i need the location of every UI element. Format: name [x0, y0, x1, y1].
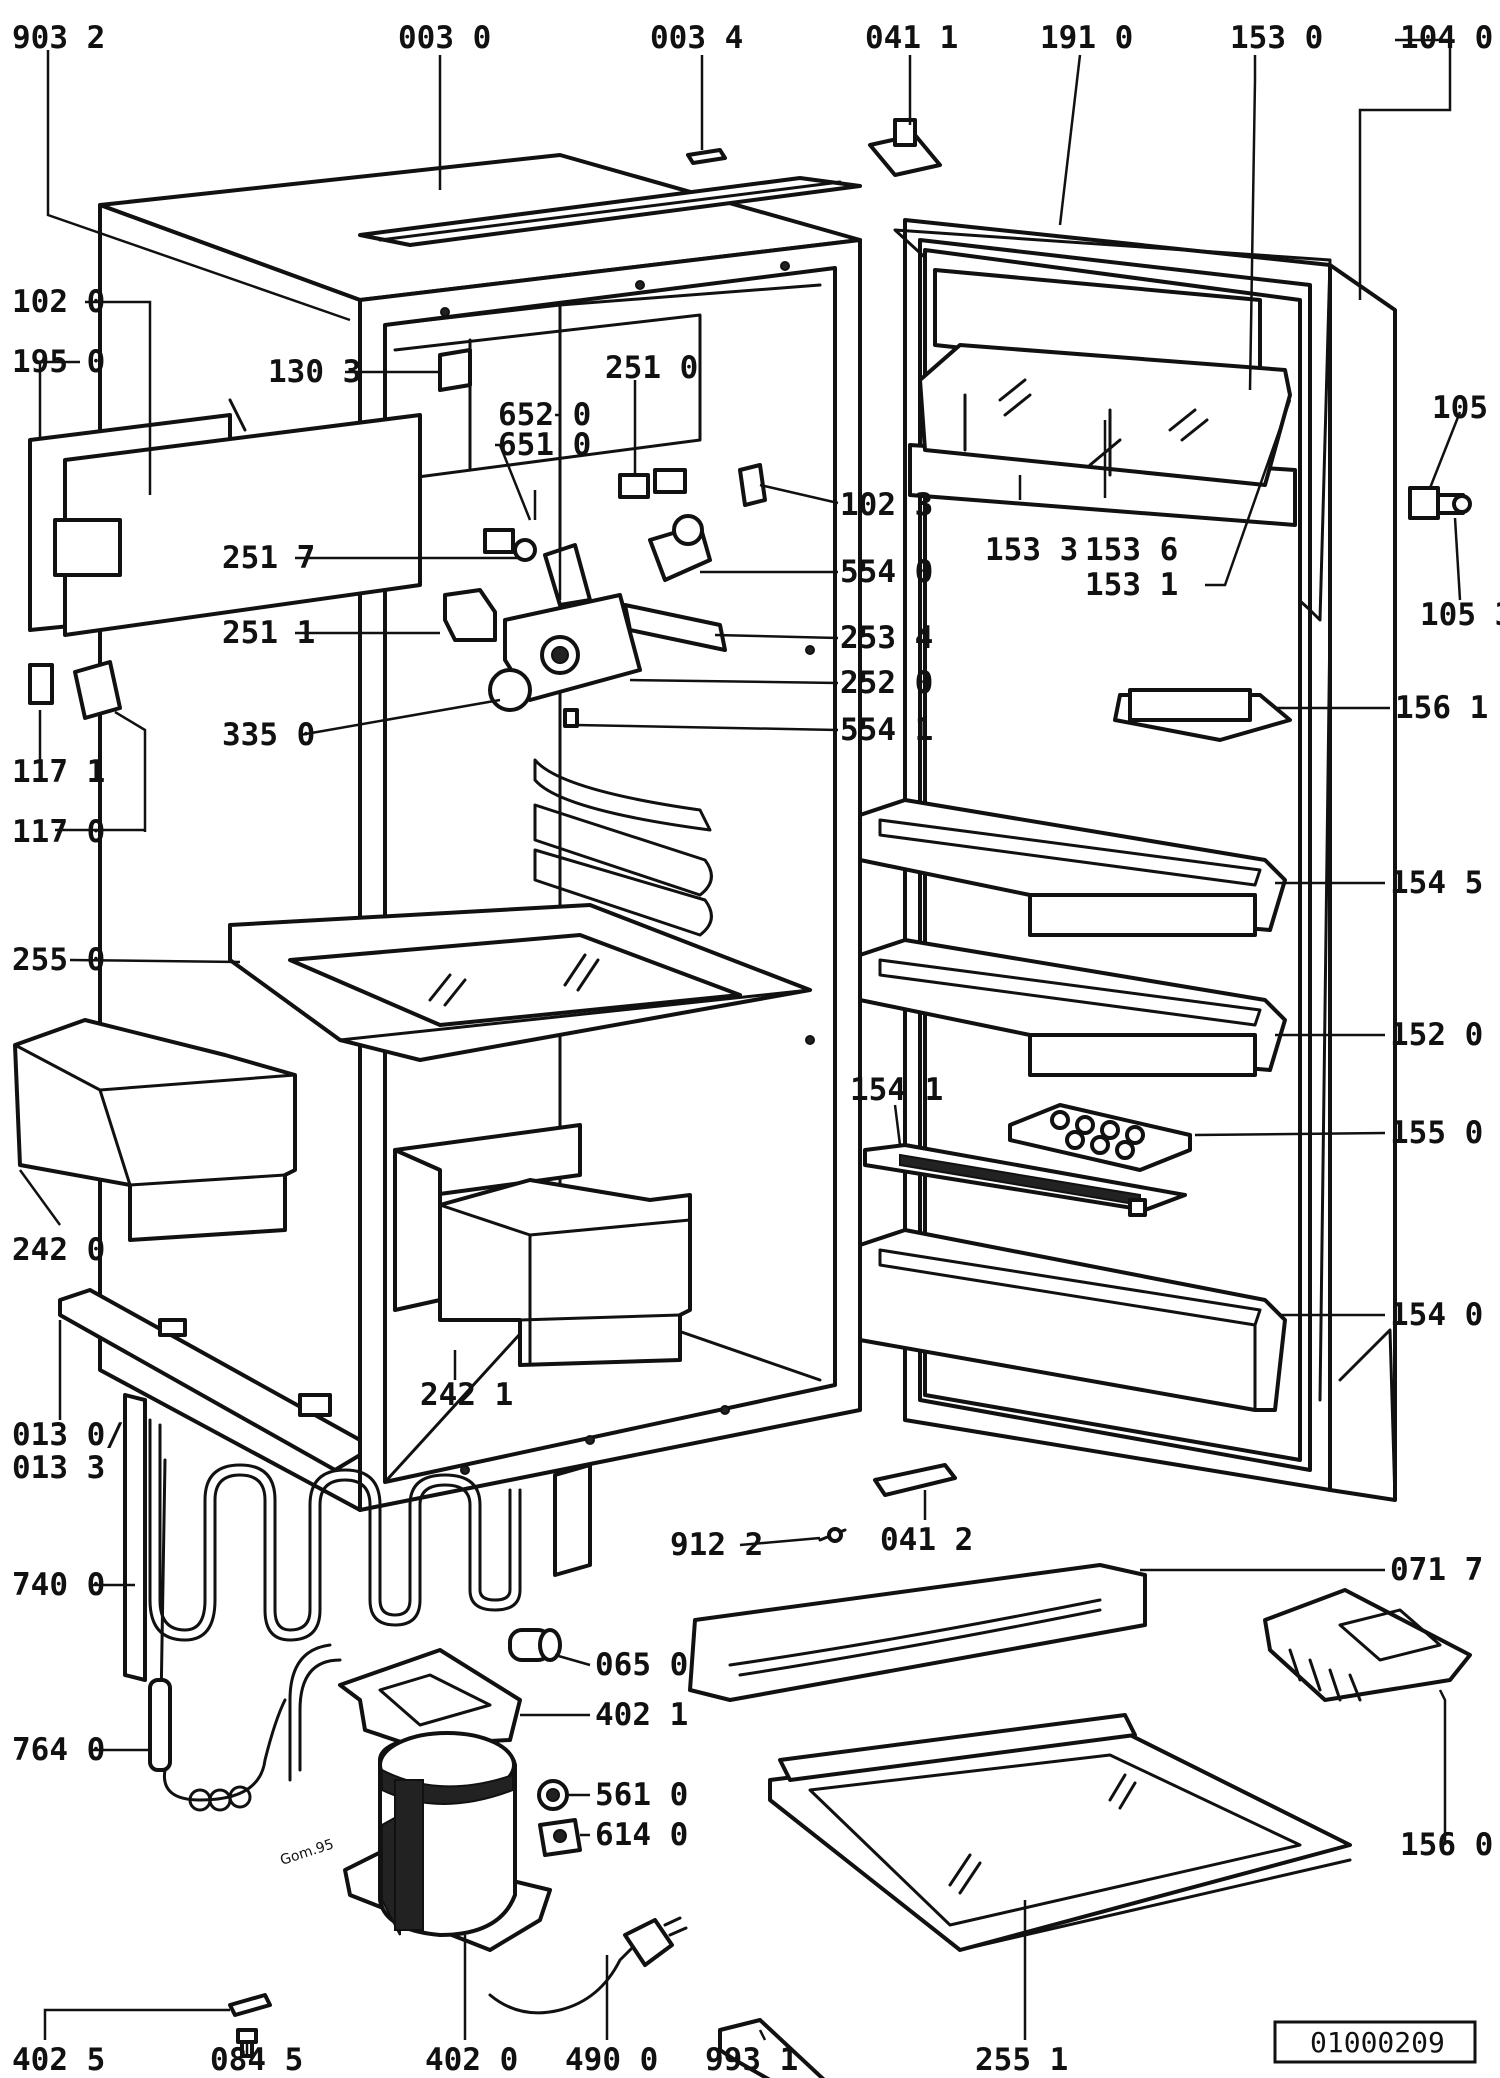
label-153-1: 153 1: [1085, 567, 1178, 603]
drawing-reference-box: 01000209: [1273, 2020, 1477, 2064]
label-614-0: 614 0: [595, 1817, 688, 1853]
bottle-retainer-154-1: [863, 1143, 1187, 1217]
dairy-compartment: [908, 268, 1297, 527]
evaporator-cover: [28, 398, 422, 637]
cover-strip-071: [688, 1563, 1147, 1702]
label-041-2: 041 2: [880, 1522, 973, 1558]
label-152-0: 152 0: [1390, 1017, 1483, 1053]
label-105-3: 105 3: [1420, 597, 1500, 633]
label-652-0: 652 0: [498, 397, 591, 433]
label-153-6: 153 6: [1085, 532, 1178, 568]
label-251-0: 251 0: [605, 350, 698, 386]
label-105-2: 105 2: [1432, 390, 1500, 426]
door-bin-152-0: [858, 938, 1287, 1077]
label-104-0: 104 0: [1400, 20, 1493, 56]
clip-402-5: [228, 1993, 272, 2017]
crisper-drawer-inner: [438, 1178, 692, 1367]
hinge-parts-117: [28, 660, 122, 720]
label-154-0: 154 0: [1390, 1297, 1483, 1333]
glass-shelf-lower: [768, 1713, 1352, 1952]
leader-lines: [18, 38, 1462, 2056]
label-251-7: 251 7: [222, 540, 315, 576]
label-554-1: 554 1: [840, 712, 933, 748]
label-156-1: 156 1: [1395, 690, 1488, 726]
label-242-0: 242 0: [12, 1232, 105, 1268]
label-130-3: 130 3: [268, 354, 361, 390]
label-402-5: 402 5: [12, 2042, 105, 2078]
label-153-3: 153 3: [985, 532, 1078, 568]
label-102-3: 102 3: [840, 487, 933, 523]
part-003-4: [686, 148, 727, 165]
label-242-1: 242 1: [420, 1377, 513, 1413]
label-117-1: 117 1: [12, 754, 105, 790]
label-003-4: 003 4: [650, 20, 743, 56]
label-554-0: 554 0: [840, 554, 933, 590]
label-402-0: 402 0: [425, 2042, 518, 2078]
label-071-7: 071 7: [1390, 1552, 1483, 1588]
label-155-0: 155 0: [1390, 1115, 1483, 1151]
label-255-1: 255 1: [975, 2042, 1068, 2078]
label-912-2: 912 2: [670, 1527, 763, 1563]
ice-scraper: [718, 2018, 826, 2078]
egg-tray-155-0: [1008, 1103, 1192, 1172]
crisper-drawer-left: [13, 1018, 297, 1242]
butter-dish-lid: [1113, 688, 1292, 742]
kickplate-013: [58, 1288, 362, 1472]
power-cord: [488, 1916, 688, 2015]
label-154-1: 154 1: [850, 1072, 943, 1108]
label-154-5: 154 5: [1390, 865, 1483, 901]
drawing-reference-number: 01000209: [1310, 2026, 1445, 2059]
label-195-0: 195 0: [12, 344, 105, 380]
hinge-pin-assembly: [1408, 486, 1472, 520]
label-251-1: 251 1: [222, 615, 315, 651]
label-041-1: 041 1: [865, 20, 958, 56]
relay-parts: [537, 1779, 582, 1857]
label-402-1: 402 1: [595, 1697, 688, 1733]
door-bin-154-0: [858, 1228, 1287, 1412]
label-153-0: 153 0: [1230, 20, 1323, 56]
label-993-1: 993 1: [705, 2042, 798, 2078]
label-651-0: 651 0: [498, 427, 591, 463]
label-335-0: 335 0: [222, 717, 315, 753]
label-013-0: 013 0/: [12, 1417, 124, 1453]
label-084-5: 084 5: [210, 2042, 303, 2078]
door-bin-154-5: [858, 798, 1287, 937]
screw-912-2: [818, 1527, 847, 1543]
label-156-0: 156 0: [1400, 1827, 1493, 1863]
date-stamp: Gom.95: [278, 1836, 336, 1868]
label-764-0: 764 0: [12, 1732, 105, 1768]
label-102-0: 102 0: [12, 284, 105, 320]
label-252-0: 252 0: [840, 665, 933, 701]
condenser-coil-740: [123, 1393, 592, 1767]
compressor: [288, 1643, 552, 1952]
label-561-0: 561 0: [595, 1777, 688, 1813]
label-740-0: 740 0: [12, 1567, 105, 1603]
label-117-0: 117 0: [12, 814, 105, 850]
label-065-0: 065 0: [595, 1647, 688, 1683]
part-labels: 903 2 003 0 003 4 041 1 191 0 153 0 104 …: [12, 20, 1500, 2078]
label-003-0: 003 0: [398, 20, 491, 56]
label-191-0: 191 0: [1040, 20, 1133, 56]
glass-shelf-upper: [228, 903, 812, 1062]
label-013-3: 013 3: [12, 1450, 105, 1486]
label-255-0: 255 0: [12, 942, 105, 978]
ice-cube-tray: [1263, 1588, 1472, 1702]
hinge-bottom: [873, 1463, 957, 1497]
hinge-top: [868, 118, 942, 177]
label-490-0: 490 0: [565, 2042, 658, 2078]
drain-tube-065: [508, 1628, 562, 1662]
label-903-2: 903 2: [12, 20, 105, 56]
label-253-4: 253 4: [840, 620, 933, 656]
evaporation-tray: [338, 1648, 522, 1747]
capillary-sensor-764: [148, 1678, 287, 1812]
